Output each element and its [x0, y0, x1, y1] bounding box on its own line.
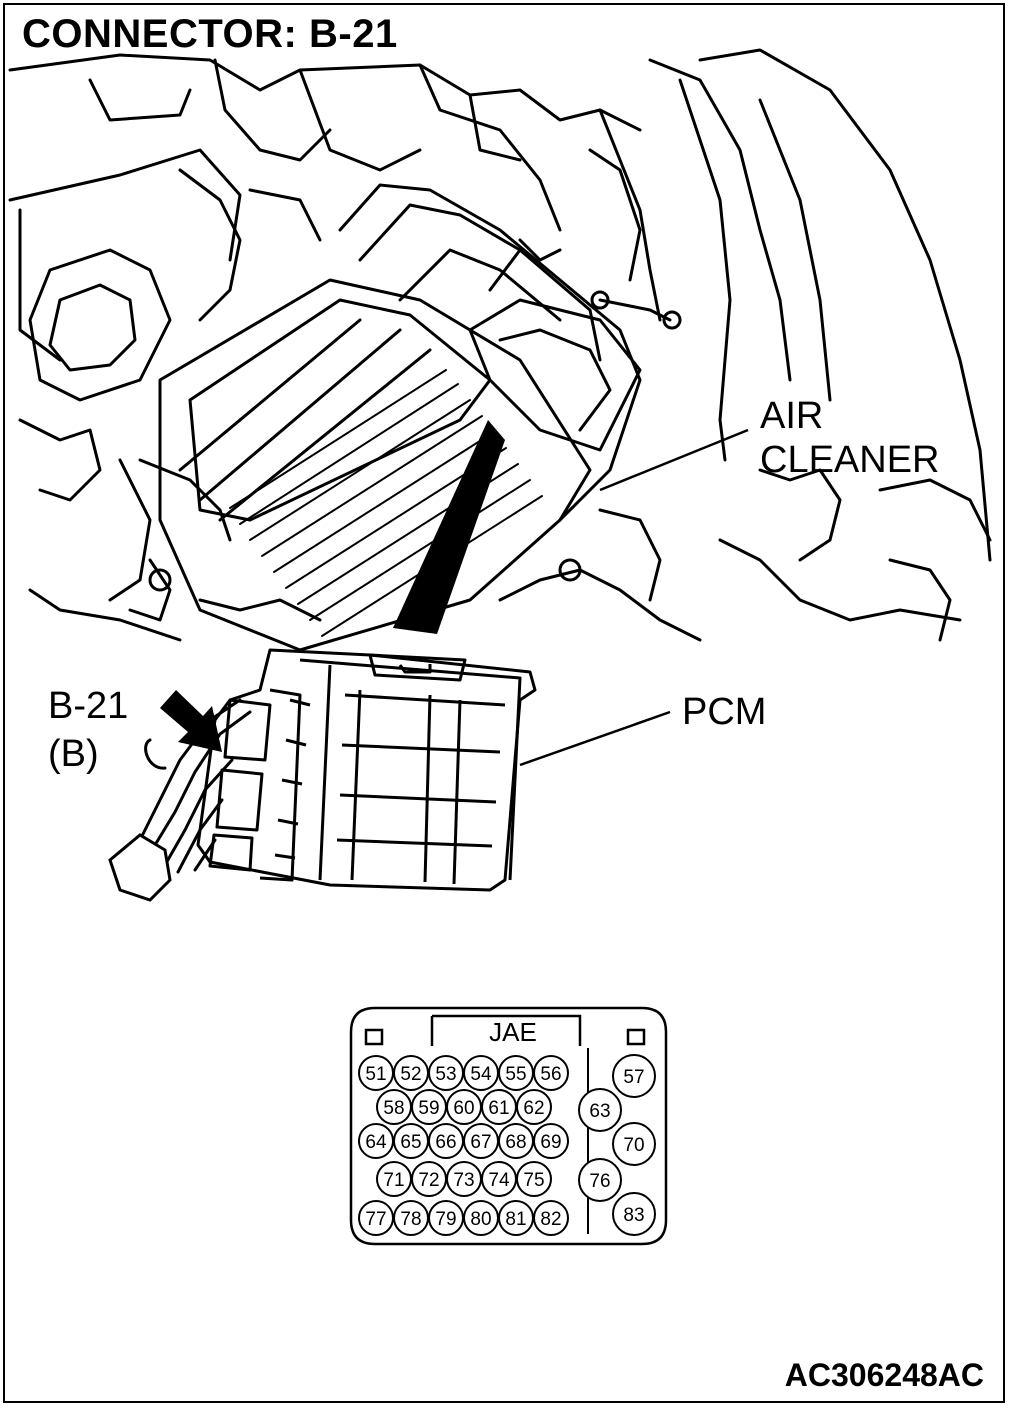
connector-pin-number: 76	[589, 1171, 610, 1192]
connector-pin-number: 79	[435, 1209, 456, 1230]
connector-pin-number: 52	[400, 1064, 421, 1085]
connector-pin-72: 72	[411, 1161, 447, 1197]
connector-label-line2: (B)	[48, 733, 99, 775]
figure-frame	[3, 3, 1005, 1403]
connector-pin-71: 71	[376, 1161, 412, 1197]
connector-pin-number: 62	[523, 1098, 544, 1119]
connector-pin-number: 55	[505, 1064, 526, 1085]
connector-pin-circle	[533, 1055, 569, 1091]
connector-pin-57: 57	[612, 1054, 656, 1098]
connector-pin-number: 58	[383, 1098, 404, 1119]
connector-pin-70: 70	[612, 1122, 656, 1166]
connector-pin-number: 69	[540, 1132, 561, 1153]
connector-pin-76: 76	[578, 1158, 622, 1202]
connector-pin-67: 67	[463, 1123, 499, 1159]
connector-pin-circle	[516, 1161, 552, 1197]
connector-pin-number: 72	[418, 1170, 439, 1191]
pcm-label: PCM	[682, 691, 767, 733]
connector-pin-circle	[533, 1200, 569, 1236]
connector-pin-number: 59	[418, 1098, 439, 1119]
figure-code: AC306248AC	[784, 1357, 984, 1393]
connector-pin-65: 65	[393, 1123, 429, 1159]
connector-pin-69: 69	[533, 1123, 569, 1159]
connector-pin-circle	[578, 1158, 622, 1202]
connector-pin-circle	[612, 1122, 656, 1166]
connector-pin-number: 56	[540, 1064, 561, 1085]
connector-pin-circle	[578, 1088, 622, 1132]
connector-pin-82: 82	[533, 1200, 569, 1236]
connector-pin-number: 67	[470, 1132, 491, 1153]
connector-pin-number: 54	[470, 1064, 492, 1085]
connector-pin-circle	[612, 1192, 656, 1236]
air-cleaner-label-line2: CLEANER	[760, 439, 940, 481]
connector-pin-81: 81	[498, 1200, 534, 1236]
connector-pin-51: 51	[358, 1055, 394, 1091]
connector-pin-62: 62	[516, 1089, 552, 1125]
connector-pin-circle	[533, 1123, 569, 1159]
connector-brand: JAE	[489, 1017, 537, 1047]
connector-pin-75: 75	[516, 1161, 552, 1197]
connector-pin-number: 51	[365, 1064, 386, 1085]
connector-pin-64: 64	[358, 1123, 394, 1159]
connector-face-outline	[349, 1006, 668, 1246]
connector-pin-58: 58	[376, 1089, 412, 1125]
connector-pin-number: 61	[488, 1098, 509, 1119]
connector-pin-number: 77	[365, 1209, 386, 1230]
connector-pin-79: 79	[428, 1200, 464, 1236]
connector-pin-53: 53	[428, 1055, 464, 1091]
connector-pin-circle	[612, 1054, 656, 1098]
connector-pin-55: 55	[498, 1055, 534, 1091]
connector-pin-number: 60	[453, 1098, 474, 1119]
connector-label-line1: B-21	[48, 685, 129, 727]
connector-pin-number: 78	[400, 1209, 421, 1230]
connector-pin-74: 74	[481, 1161, 517, 1197]
connector-pin-number: 71	[383, 1170, 404, 1191]
connector-pin-52: 52	[393, 1055, 429, 1091]
connector-pins: 51 52 53 54 55 56 57 58 59 60 61 62 63 64 65 66 67 68 69 70…	[358, 1054, 656, 1236]
connector-pin-54: 54	[463, 1055, 499, 1091]
connector-pin-number: 63	[589, 1101, 610, 1122]
connector-pin-80: 80	[463, 1200, 499, 1236]
connector-pin-83: 83	[612, 1192, 656, 1236]
connector-pin-number: 80	[470, 1209, 491, 1230]
connector-pin-73: 73	[446, 1161, 482, 1197]
connector-pin-number: 83	[623, 1205, 644, 1226]
connector-pin-number: 66	[435, 1132, 456, 1153]
connector-pin-78: 78	[393, 1200, 429, 1236]
connector-pin-59: 59	[411, 1089, 447, 1125]
connector-pin-circle	[516, 1089, 552, 1125]
connector-pin-number: 57	[623, 1067, 644, 1088]
connector-pin-61: 61	[481, 1089, 517, 1125]
connector-pin-68: 68	[498, 1123, 534, 1159]
connector-pin-number: 73	[453, 1170, 474, 1191]
connector-pin-number: 53	[435, 1064, 456, 1085]
connector-pin-60: 60	[446, 1089, 482, 1125]
connector-pin-63: 63	[578, 1088, 622, 1132]
connector-pin-number: 74	[488, 1170, 510, 1191]
connector-pin-number: 82	[540, 1209, 561, 1230]
page-title: CONNECTOR: B-21	[22, 12, 398, 56]
connector-pin-number: 68	[505, 1132, 526, 1153]
air-cleaner-label-line1: AIR	[760, 395, 824, 437]
connector-pin-77: 77	[358, 1200, 394, 1236]
connector-pin-56: 56	[533, 1055, 569, 1091]
connector-pin-number: 81	[505, 1209, 526, 1230]
connector-pin-number: 64	[365, 1132, 387, 1153]
connector-pin-number: 70	[623, 1135, 644, 1156]
connector-pin-number: 75	[523, 1170, 544, 1191]
connector-pin-66: 66	[428, 1123, 464, 1159]
connector-pin-number: 65	[400, 1132, 421, 1153]
